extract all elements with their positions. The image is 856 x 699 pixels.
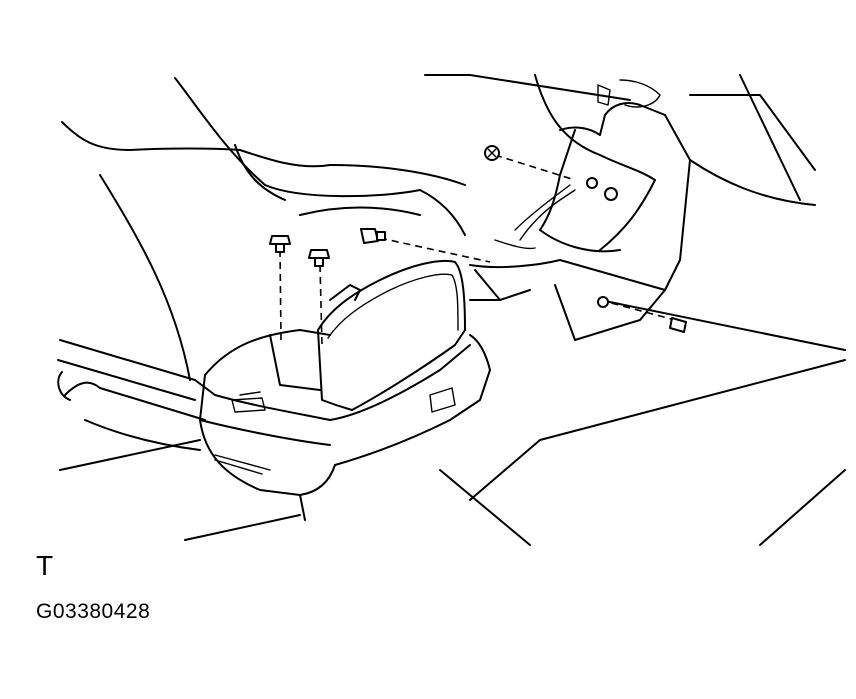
floor-outline	[59, 74, 846, 546]
fastener-bolt-console-front	[360, 228, 386, 244]
seat-outline	[57, 77, 466, 451]
fastener-bolt-right	[597, 296, 687, 333]
console-lid	[317, 259, 466, 411]
figure-code: G03380428	[36, 600, 151, 623]
shift-lever-area	[469, 79, 691, 341]
fastener-screw-upper-right	[586, 177, 618, 201]
fastener-screw-upper-left	[484, 145, 500, 161]
center-console-body	[199, 284, 491, 521]
view-letter: T	[36, 550, 54, 581]
fastener-bolt-left	[269, 235, 291, 253]
fastener-guide-lines	[279, 154, 676, 346]
fastener-bolt-middle	[308, 249, 330, 267]
